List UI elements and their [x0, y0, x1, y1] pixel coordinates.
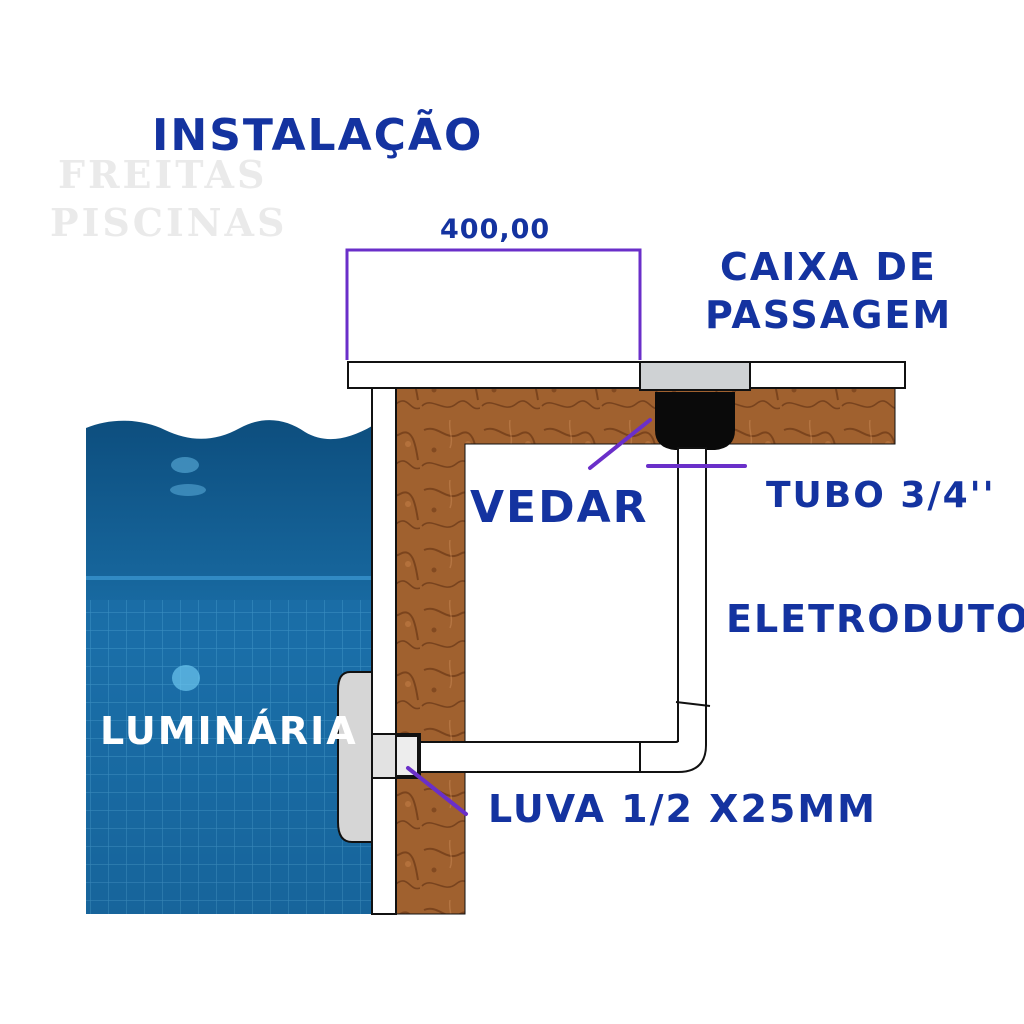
- watermark-line-1: FREITAS: [58, 152, 268, 197]
- pool-water: [86, 420, 372, 914]
- page-title: INSTALAÇÃO: [152, 110, 484, 161]
- sleeve-pointer: [406, 766, 468, 816]
- light-fixture-label: LUMINÁRIA: [100, 709, 358, 753]
- light-fixture: [337, 671, 421, 843]
- pipe-label: TUBO 3/4'': [766, 475, 996, 516]
- seal-label: VEDAR: [470, 482, 649, 533]
- deck-slab: [347, 361, 906, 389]
- sleeve-label: LUVA 1/2 X25MM: [488, 787, 877, 831]
- junction-box-label-line-2: PASSAGEM: [705, 293, 953, 337]
- dimension-label: 400,00: [440, 214, 551, 245]
- conduit-label: ELETRODUTO: [726, 597, 1024, 641]
- seal-pointer: [588, 418, 652, 470]
- junction-box: [639, 361, 751, 450]
- junction-box-label-line-1: CAIXA DE: [720, 245, 937, 289]
- soil: [394, 385, 896, 915]
- dimension-bracket: [345, 248, 642, 360]
- watermark-line-2: PISCINAS: [50, 200, 288, 245]
- pointer-lines: [406, 418, 747, 816]
- pool-wall: [371, 385, 397, 915]
